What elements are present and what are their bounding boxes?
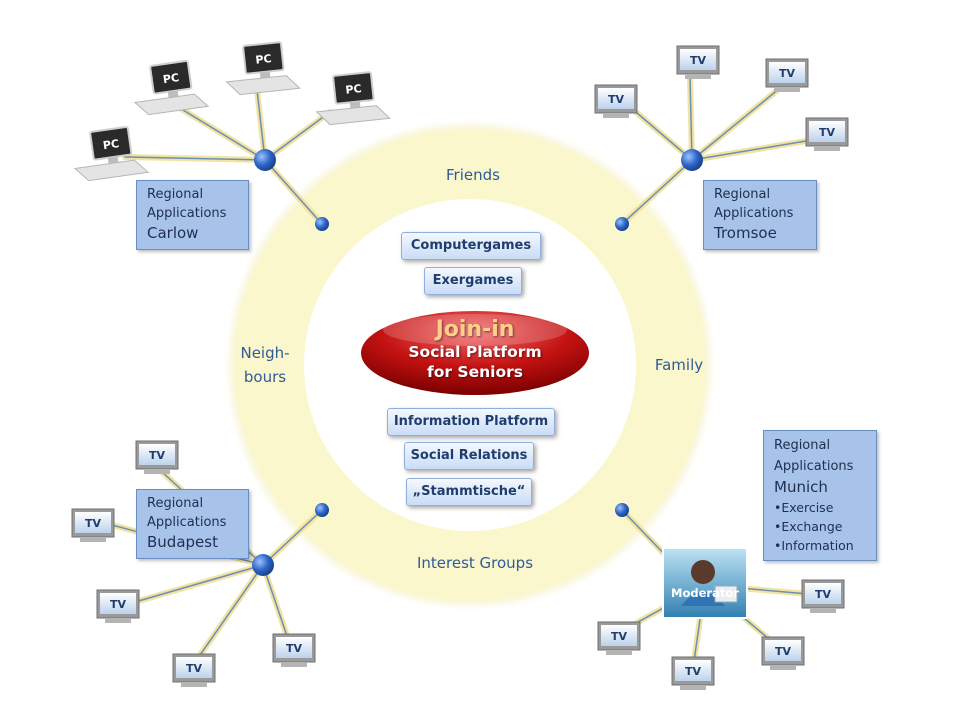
region-munich: Regional Applications Munich Exercise Ex… [763,430,877,561]
region-munich-item: Exercise [774,498,866,517]
region-budapest: Regional Applications Budapest [136,489,249,559]
tv-icon: TV [801,579,845,613]
tv-label: TV [85,517,102,530]
hub-node-carlow [254,149,276,171]
tv-icon: TV [676,45,720,79]
region-munich-city: Munich [774,478,828,496]
svg-text:PC: PC [102,137,120,152]
tv-label: TV [611,630,628,643]
platform-subtitle-2: for Seniors [427,363,523,381]
svg-text:PC: PC [255,52,272,67]
feature-exergames: Exergames [424,267,522,295]
tv-label: TV [819,126,836,139]
region-carlow-line1: Regional [147,187,204,202]
tv-icon: TV [597,621,641,655]
center-ellipse [361,311,589,395]
pc-icon: PC [315,71,391,126]
region-budapest-city: Budapest [147,533,218,551]
region-carlow: Regional Applications Carlow [136,180,249,250]
center-platform-title: Join-in Social Platform for Seniors [360,310,590,396]
tv-label: TV [149,449,166,462]
region-tromsoe-line2: Applications [714,206,794,221]
tv-label: TV [815,588,832,601]
links-carlow [122,87,333,227]
tv-icon: TV [71,508,115,542]
region-munich-list: Exercise Exchange Information [774,498,866,555]
ring-label-interest-groups: Interest Groups [417,554,533,572]
feature-stammtische: „Stammtische“ [406,478,532,506]
ring-node-top-right [615,217,629,231]
tv-icon: TV [594,84,638,118]
hub-node-budapest [252,554,274,576]
tv-label: TV [779,67,796,80]
tv-icon: TV [272,633,316,667]
ring-label-neighbours-1: Neigh- [240,344,289,362]
tv-label: TV [775,645,792,658]
hub-node-tromsoe [681,149,703,171]
tv-icon: TV [805,117,849,151]
feature-information-platform: Information Platform [387,408,555,436]
region-tromsoe-line1: Regional [714,187,771,202]
region-budapest-line1: Regional [147,496,204,511]
svg-text:PC: PC [345,82,362,97]
region-tromsoe-city: Tromsoe [714,224,777,242]
moderator-label: Moderator [671,586,739,600]
pc-icon: PC [73,125,150,182]
ring-node-top-left [315,217,329,231]
tv-icon: TV [135,440,179,474]
pc-icon: PC [133,59,210,116]
moderator-tile: Moderator [662,547,748,619]
platform-subtitle-1: Social Platform [408,343,542,361]
social-ring [229,124,711,606]
tv-label: TV [186,662,203,675]
tv-icon: TV [172,653,216,687]
region-munich-line1: Regional [774,438,831,453]
moderator-avatar [691,560,715,584]
region-carlow-city: Carlow [147,224,199,242]
ring-label-friends: Friends [446,166,500,184]
region-carlow-line2: Applications [147,206,227,221]
tv-label: TV [685,665,702,678]
platform-name: Join-in [435,317,515,342]
feature-social-relations: Social Relations [404,442,534,470]
tv-label: TV [690,54,707,67]
links-tromsoe [619,75,815,227]
region-tromsoe: Regional Applications Tromsoe [703,180,817,250]
tv-icon: TV [96,589,140,623]
tv-icon: TV [765,58,809,92]
svg-text:PC: PC [162,71,180,86]
region-munich-item: Exchange [774,517,866,536]
ring-node-bottom-right [615,503,629,517]
region-munich-line2: Applications [774,459,854,474]
ring-label-neighbours-2: bours [244,368,286,386]
ring-label-family: Family [655,356,703,374]
ring-node-bottom-left [315,503,329,517]
tv-label: TV [286,642,303,655]
tv-icon: TV [761,636,805,670]
tv-label: TV [110,598,127,611]
tv-icon: TV [671,656,715,690]
feature-computergames: Computergames [401,232,541,260]
region-budapest-line2: Applications [147,515,227,530]
tv-label: TV [608,93,625,106]
region-munich-item: Information [774,536,866,555]
pc-icon: PC [225,41,301,96]
